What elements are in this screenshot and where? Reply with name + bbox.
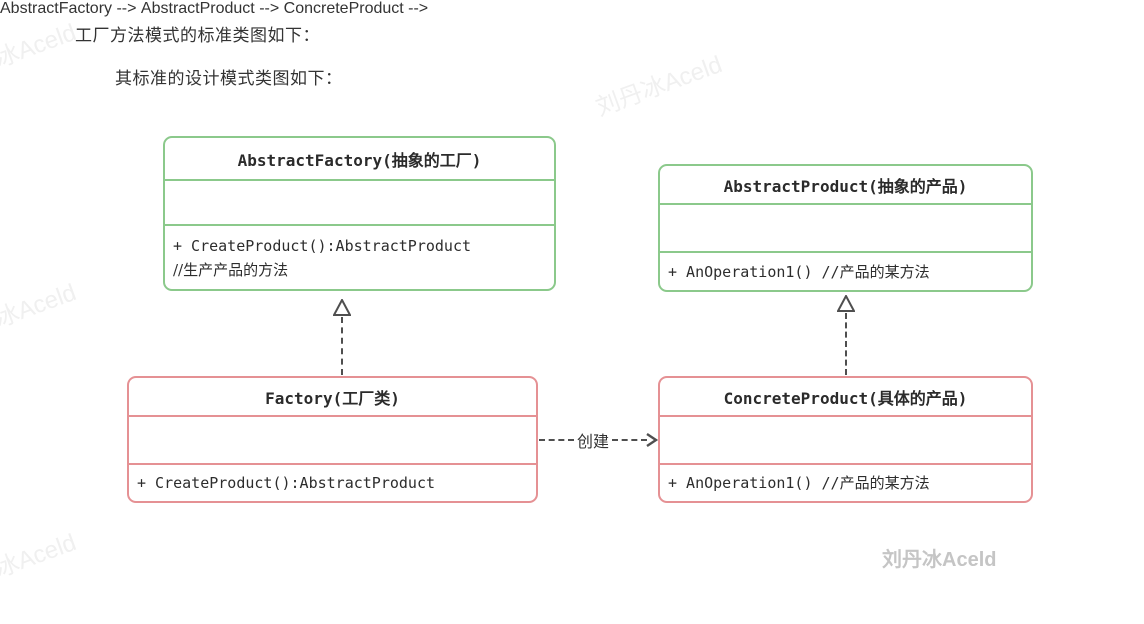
class-box-abstract-product: AbstractProduct(抽象的产品) + AnOperation1() … xyxy=(658,164,1033,292)
inheritance-dashed-line-right xyxy=(845,313,847,375)
method-comment: //生产产品的方法 xyxy=(173,260,289,279)
class-title: AbstractProduct(抽象的产品) xyxy=(660,166,1031,205)
inheritance-dashed-line-left xyxy=(341,317,343,375)
class-title: AbstractFactory(抽象的工厂) xyxy=(165,138,554,181)
open-arrowhead-icon xyxy=(645,431,659,449)
class-methods: + CreateProduct():AbstractProduct xyxy=(129,465,536,501)
author-watermark: 刘丹冰Aceld xyxy=(882,549,997,571)
hollow-triangle-icon xyxy=(332,297,352,316)
watermark: 刘丹冰Aceld xyxy=(592,51,726,122)
class-methods: + AnOperation1() //产品的某方法 xyxy=(660,253,1031,290)
method-line: + CreateProduct():AbstractProduct xyxy=(137,474,436,492)
class-methods: + AnOperation1() //产品的某方法 xyxy=(660,465,1031,501)
class-attributes-empty xyxy=(165,181,554,226)
class-title: Factory(工厂类) xyxy=(129,378,536,417)
page-title: 工厂方法模式的标准类图如下： xyxy=(75,26,320,45)
page-subtitle: 其标准的设计模式类图如下： xyxy=(115,69,343,88)
method-line: + CreateProduct():AbstractProduct xyxy=(173,236,472,255)
watermark: 刘丹冰Aceld xyxy=(0,279,80,350)
method-line: + AnOperation1() //产品的某方法 xyxy=(668,262,930,281)
class-methods: + CreateProduct():AbstractProduct //生产产品… xyxy=(165,226,554,289)
dashed-line xyxy=(539,439,574,441)
dashed-line xyxy=(612,439,648,441)
hollow-triangle-icon xyxy=(836,293,856,312)
class-title: ConcreteProduct(具体的产品) xyxy=(660,378,1031,417)
method-line: + AnOperation1() //产品的某方法 xyxy=(668,474,930,492)
watermark: 刘丹冰Aceld xyxy=(0,19,80,90)
class-box-factory: Factory(工厂类) + CreateProduct():AbstractP… xyxy=(127,376,538,503)
class-box-abstract-factory: AbstractFactory(抽象的工厂) + CreateProduct()… xyxy=(163,136,556,291)
class-box-concrete-product: ConcreteProduct(具体的产品) + AnOperation1() … xyxy=(658,376,1033,503)
class-attributes-empty xyxy=(660,205,1031,253)
class-attributes-empty xyxy=(660,417,1031,465)
create-dependency-arrow: 创建 xyxy=(539,427,659,453)
class-attributes-empty xyxy=(129,417,536,465)
create-label: 创建 xyxy=(577,434,610,451)
watermark: 刘丹冰Aceld xyxy=(0,529,80,600)
